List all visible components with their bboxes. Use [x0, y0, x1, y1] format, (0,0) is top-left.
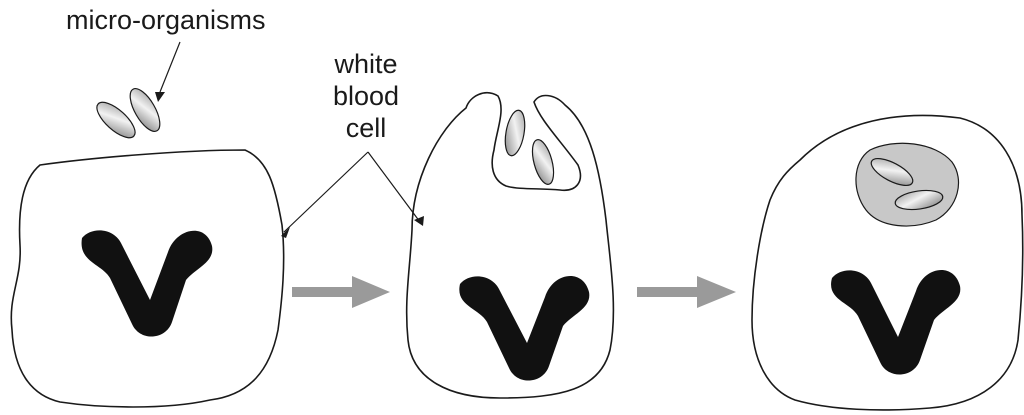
white-blood-cell-label-line: white [318, 48, 414, 80]
white-blood-cell-label-line: blood [318, 80, 414, 112]
right-arrow-icon [292, 276, 390, 308]
white-blood-cell-1 [11, 150, 283, 407]
white-blood-cell-pointer-2 [368, 152, 420, 222]
micro-organism [528, 137, 557, 186]
white-blood-cell-2 [407, 93, 614, 398]
micro-organism [502, 109, 528, 157]
micro-organisms-label: micro-organisms [66, 4, 266, 36]
white-blood-cell-3 [752, 115, 1023, 409]
white-blood-cell-label: white blood cell [318, 48, 414, 144]
cell-membrane [11, 150, 283, 407]
white-blood-cell-pointer-1 [284, 152, 368, 232]
micro-organisms-group [91, 84, 165, 143]
white-blood-cell-label-line: cell [318, 112, 414, 144]
right-arrow-icon [637, 276, 736, 308]
micro-organisms-pointer [160, 42, 180, 92]
